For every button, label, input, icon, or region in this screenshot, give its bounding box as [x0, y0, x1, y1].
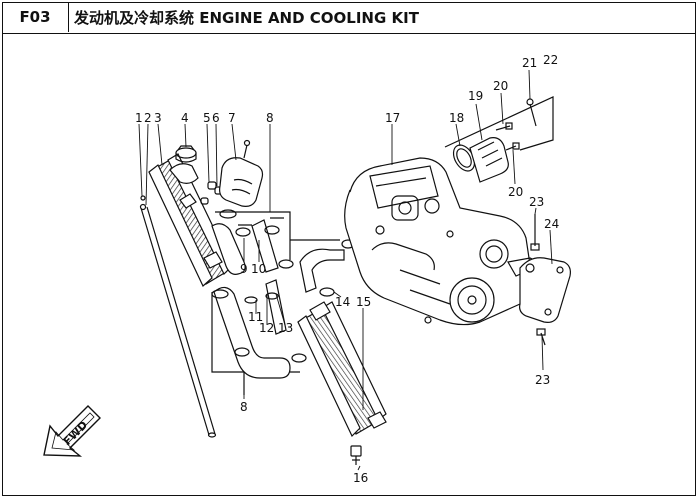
upper-hose-group [211, 209, 340, 275]
callout-17: 17 [385, 111, 400, 125]
callout-5: 5 [203, 111, 211, 125]
leader-bracket-22 [444, 96, 554, 151]
cover-bolts [530, 214, 546, 346]
side-cover [519, 257, 571, 323]
callout-14: 14 [335, 295, 350, 309]
callout-7: 7 [228, 111, 236, 125]
section-title: 发动机及冷却系统 ENGINE AND COOLING KIT [74, 8, 419, 27]
elbow-hose [278, 239, 355, 297]
callout-24: 24 [544, 217, 559, 231]
callout-13: 13 [278, 321, 293, 335]
callout-8-upper: 8 [266, 111, 274, 125]
callout-20-upper: 20 [493, 79, 508, 93]
callout-21: 21 [522, 56, 537, 70]
lower-hose-group [211, 279, 307, 395]
section-code: F03 [2, 2, 69, 32]
engine-assembly [344, 157, 536, 326]
callout-9: 9 [240, 262, 248, 276]
drain-screw [350, 445, 362, 465]
callout-20-lower: 20 [508, 185, 523, 199]
intake-manifold [452, 137, 509, 183]
diagram-frame [2, 2, 696, 496]
callout-3: 3 [154, 111, 162, 125]
callout-4: 4 [181, 111, 189, 125]
coolant-reservoir [219, 139, 264, 207]
callout-18: 18 [449, 111, 464, 125]
callout-12: 12 [259, 321, 274, 335]
callout-22: 22 [543, 53, 558, 67]
callout-16: 16 [353, 471, 368, 485]
forward-arrow-icon [43, 405, 101, 457]
main-radiator [148, 153, 233, 287]
callout-1: 1 [135, 111, 143, 125]
callout-labels: 1 2 3 4 5 6 7 8 8 9 10 11 12 13 14 15 16… [135, 53, 559, 485]
secondary-radiator [297, 301, 387, 438]
leader-lines [138, 69, 553, 471]
callout-19: 19 [468, 89, 483, 103]
callout-10: 10 [251, 262, 266, 276]
callout-8-lower: 8 [240, 400, 248, 414]
intake-bolts [495, 98, 537, 151]
callout-23-lower: 23 [535, 373, 550, 387]
small-fittings [200, 181, 224, 205]
overflow-tube [139, 195, 217, 438]
callout-6: 6 [212, 111, 220, 125]
callout-15: 15 [356, 295, 371, 309]
callout-11: 11 [248, 310, 263, 324]
callout-2: 2 [144, 111, 152, 125]
callout-23-upper: 23 [529, 195, 544, 209]
header-bar: F03 发动机及冷却系统 ENGINE AND COOLING KIT [2, 2, 696, 34]
